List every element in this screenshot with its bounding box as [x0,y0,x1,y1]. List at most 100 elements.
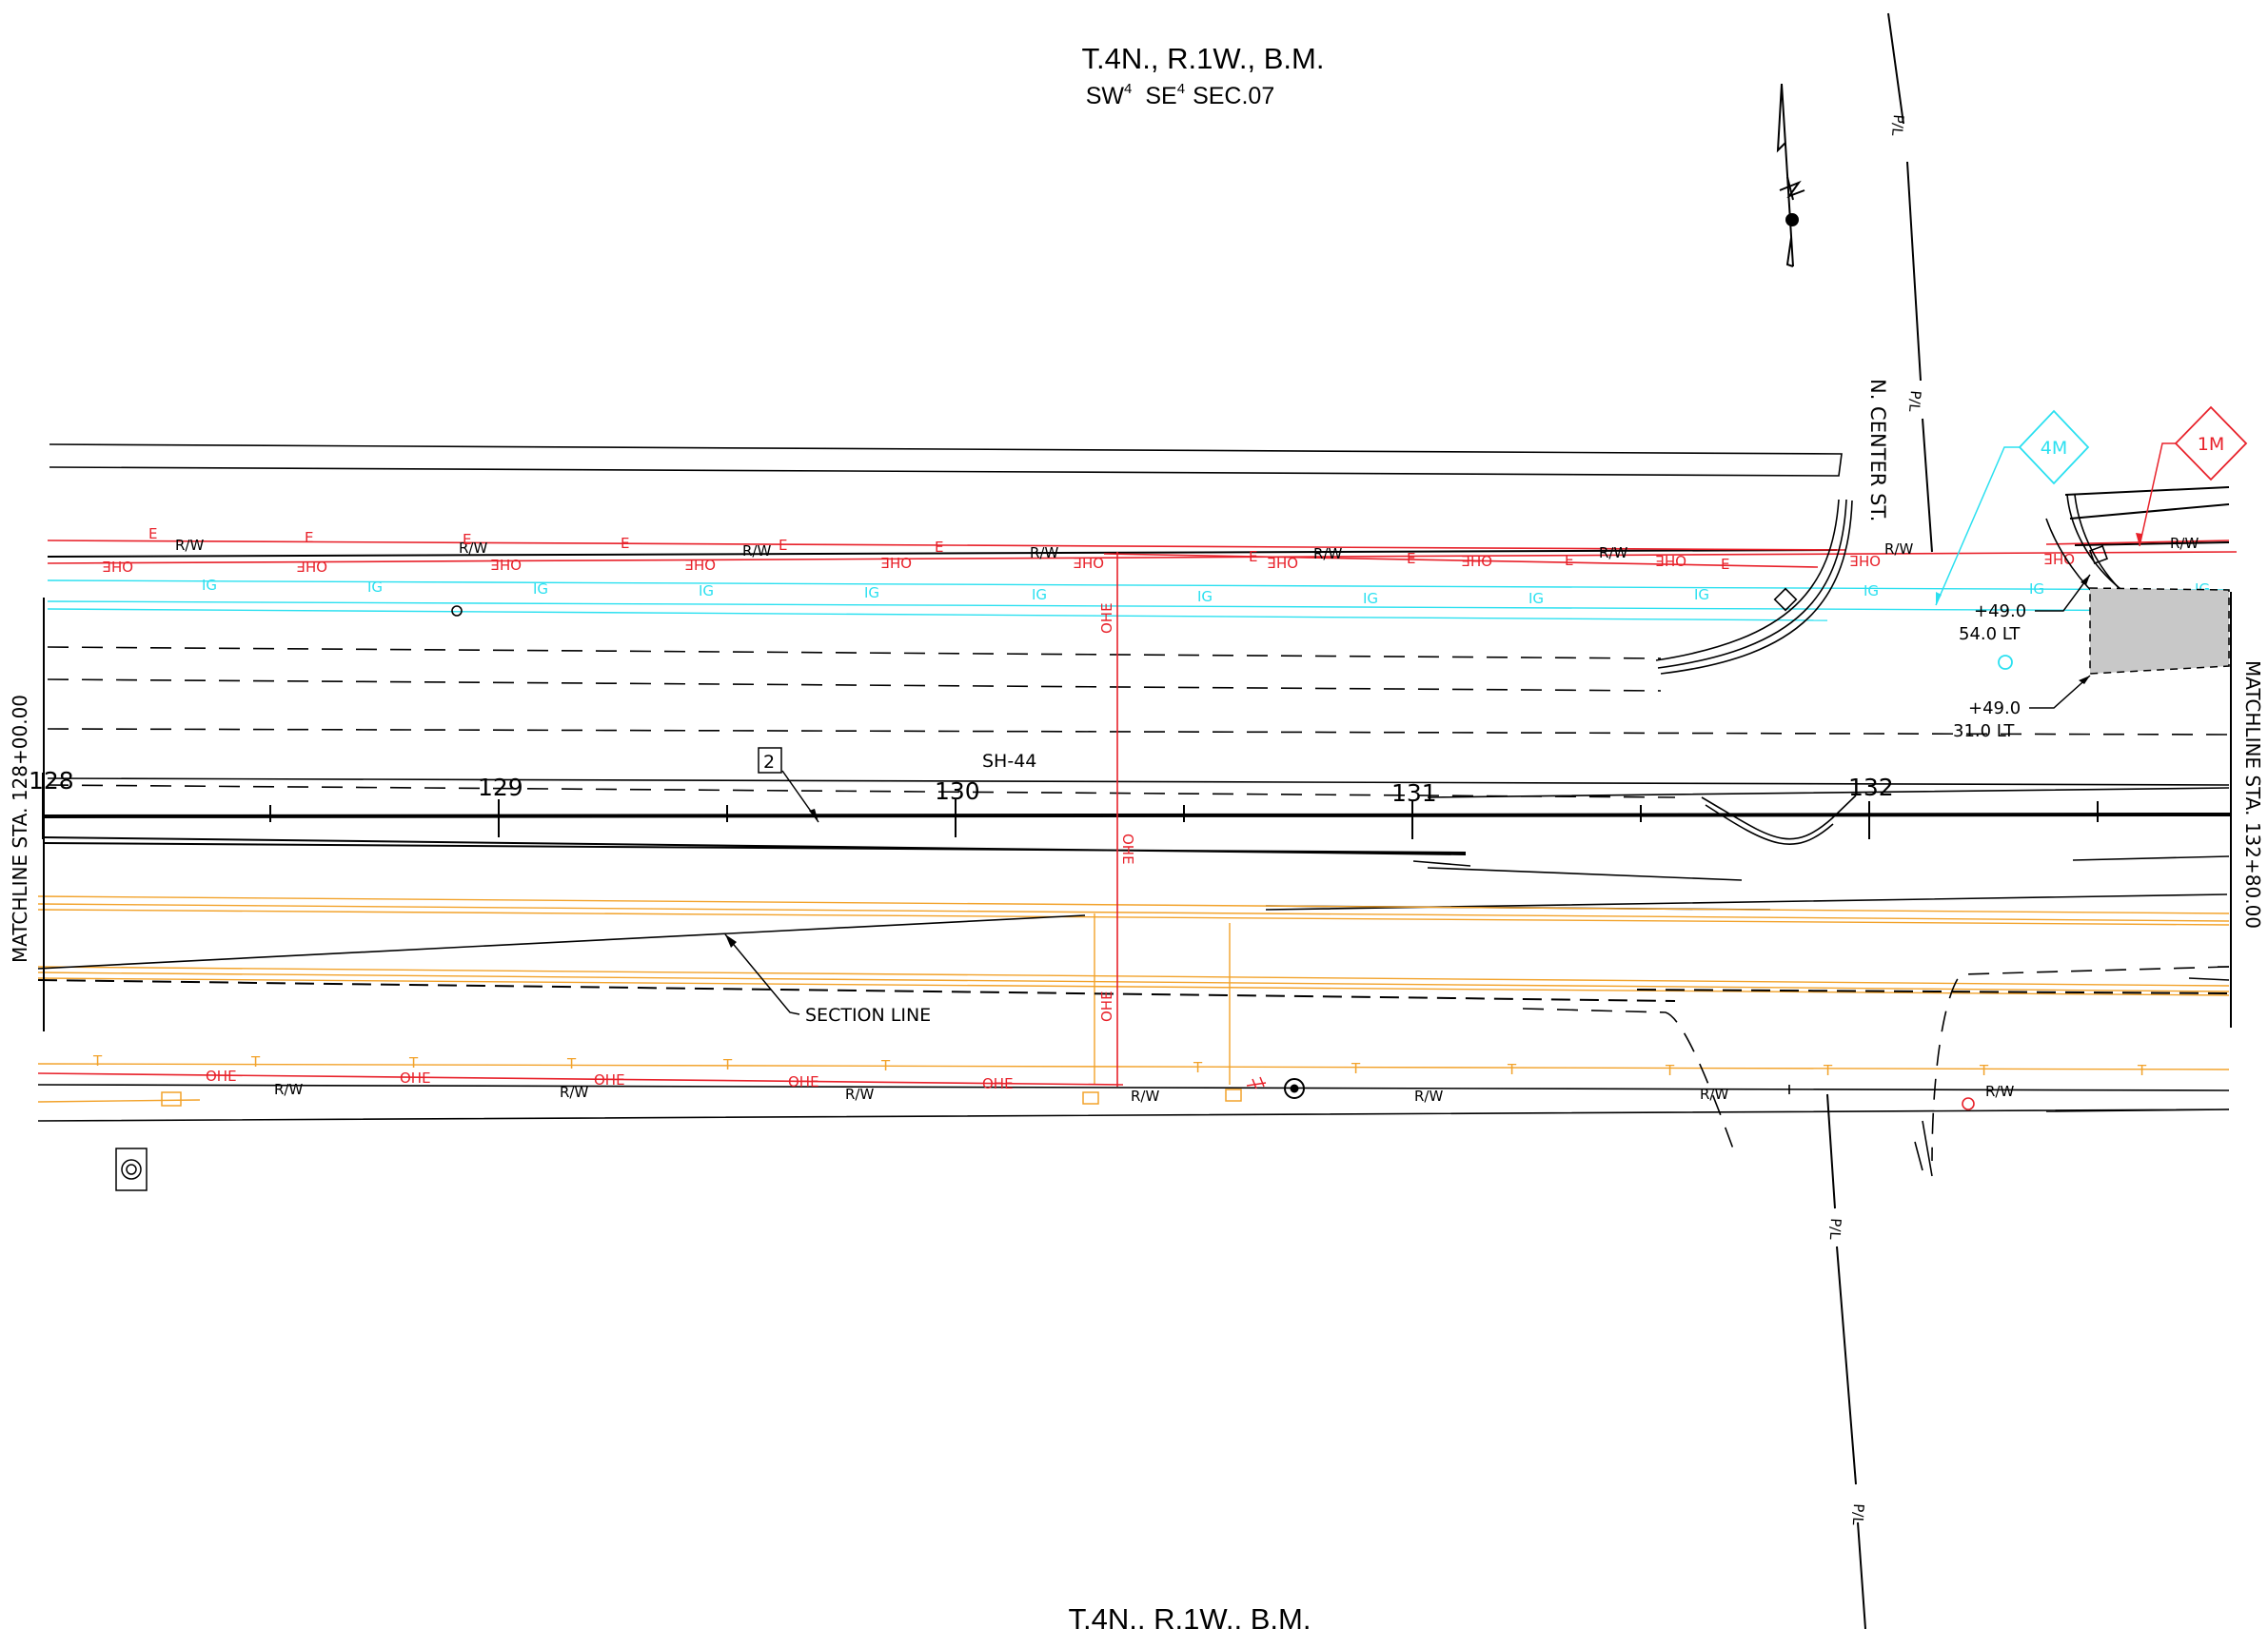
ohe-label-s1: OHE [206,1068,237,1085]
highway-label: SH-44 [982,751,1036,772]
cross-street-label: N. CENTER ST. [1866,379,1889,521]
pl-label-3: P/L [1826,1218,1844,1241]
row-label-n5: R/W [1313,545,1342,562]
section-sup-a: 4 [1124,81,1132,97]
ohe-label-n8: OHE [1461,552,1492,569]
south-row-lines [37,552,2230,1122]
power-pole-icon [1284,1078,1305,1099]
row-label-s1: R/W [274,1081,303,1098]
station-130: 130 [935,777,980,805]
ig-label-1: IG [202,577,217,594]
ohe-label-v1: OHE [1098,602,1115,634]
electric-label-5: E [779,537,787,554]
electric-label-3: E [463,531,471,548]
footer-township-title: T.4N., R.1W., B.M. [1069,1602,1311,1629]
ig-label-7: IG [1197,588,1213,605]
electric-label-8: E [1407,550,1415,567]
ig-label-3: IG [533,580,548,598]
pl-label-4: P/L [1849,1503,1867,1526]
north-arrow-icon [1776,83,1805,267]
ohe-label-n9: OHE [1655,552,1686,569]
electric-label-9: E [1565,552,1573,569]
north-row-lines [47,443,2230,558]
offset-1-station: +49.0 [1974,601,2026,621]
ohe-label-n1: OHE [102,558,133,575]
ig-label-6: IG [1032,586,1047,603]
lane-lines [47,646,2230,798]
ohe-label-n11: OHE [2043,550,2075,567]
section-sup-b: 4 [1177,81,1185,97]
row-label-n3: R/W [742,542,771,559]
pl-label-1: P/L [1888,114,1907,138]
junction-box-icon [161,1091,182,1107]
t-label-12: T [1979,1062,1989,1079]
row-label-s6: R/W [1700,1086,1728,1103]
electric-label-4: E [621,535,629,552]
ig-label-12: IG [2029,580,2044,598]
row-label-s5: R/W [1414,1088,1443,1105]
ig-label-11: IG [1864,582,1879,599]
ohe-label-s3: OHE [594,1071,625,1089]
shaded-area [2089,587,2230,675]
matchline-left-label: MATCHLINE STA. 128+00.00 [9,695,31,963]
red-valve-icon [1962,1097,1975,1110]
t-label-11: T [1823,1062,1833,1079]
ohe-label-n10: OHE [1849,552,1881,569]
row-label-n2: R/W [459,540,487,557]
offset-callout-1: +49.0 54.0 LT [1959,574,2091,644]
south-edge-lines [1265,855,2230,911]
row-label-n1: R/W [175,537,204,554]
station-labels: 128 129 130 131 132 [29,767,1894,807]
ig-label-4: IG [699,582,714,599]
township-title: T.4N., R.1W., B.M. [1082,42,1325,75]
row-label-n4: R/W [1030,544,1058,561]
t-label-10: T [1665,1062,1675,1079]
electric-label-6: E [935,539,943,556]
irrigation-labels: IG IG IG IG IG IG IG IG IG IG IG IG IG [202,577,2210,607]
ohe-label-n2: OHE [296,558,327,575]
ig-label-5: IG [864,584,879,601]
pedestal-2-icon [1225,1089,1242,1102]
telephone-lines [37,895,2230,1103]
south-curb-lines [1522,966,2230,1177]
electric-labels-north: E E E E E E E E E E [148,525,1729,573]
pl-label-2: P/L [1905,390,1924,414]
station-131: 131 [1391,779,1437,807]
ig-label-9: IG [1528,590,1544,607]
row-label-s3: R/W [845,1086,874,1103]
telephone-labels: T T T T T T T T T T T T T [92,1052,2147,1079]
electric-label-7: E [1249,548,1257,565]
matchlines: MATCHLINE STA. 128+00.00 MATCHLINE STA. … [9,592,2264,1031]
manhole-icon [115,1148,148,1191]
ohe-label-v3: OHE [1098,991,1115,1022]
ohe-label-n4: OHE [684,556,716,573]
marker-1m: 1M [2136,405,2248,547]
row-label-n8: R/W [2170,535,2199,552]
row-labels-north: R/W R/W R/W R/W R/W R/W R/W R/W [175,535,2199,562]
t-label-5: T [722,1056,733,1073]
row-labels-south: R/W R/W R/W R/W R/W R/W R/W [274,1081,2014,1105]
t-label-1: T [92,1052,103,1070]
ohe-label-n3: OHE [490,556,522,573]
ohe-labels-south: OHE OHE OHE OHE OHE OHE OHE OHE [206,602,1136,1092]
t-label-3: T [408,1054,419,1071]
ohe-label-n5: OHE [880,554,912,571]
row-label-n7: R/W [1884,540,1913,558]
offset-2-station: +49.0 [1968,698,2021,718]
electric-label-1: E [148,525,157,542]
marker-4m-label: 4M [2041,438,2067,459]
electric-label-10: E [1721,556,1729,573]
t-label-2: T [250,1053,261,1070]
section-prefix-a: SW [1086,83,1125,109]
note-number: 2 [763,752,775,773]
matchline-right-label: MATCHLINE STA. 132+80.00 [2241,660,2264,929]
ohe-label-s4: OHE [788,1073,819,1090]
offset-1-distance: 54.0 LT [1959,624,2021,644]
symbols [115,605,2013,1191]
ohe-label-s2: OHE [400,1070,431,1087]
utility-box-icon [1773,587,1798,612]
pole-icon [451,605,463,617]
ohe-label-n6: OHE [1073,554,1104,571]
electric-label-2: E [305,529,313,546]
